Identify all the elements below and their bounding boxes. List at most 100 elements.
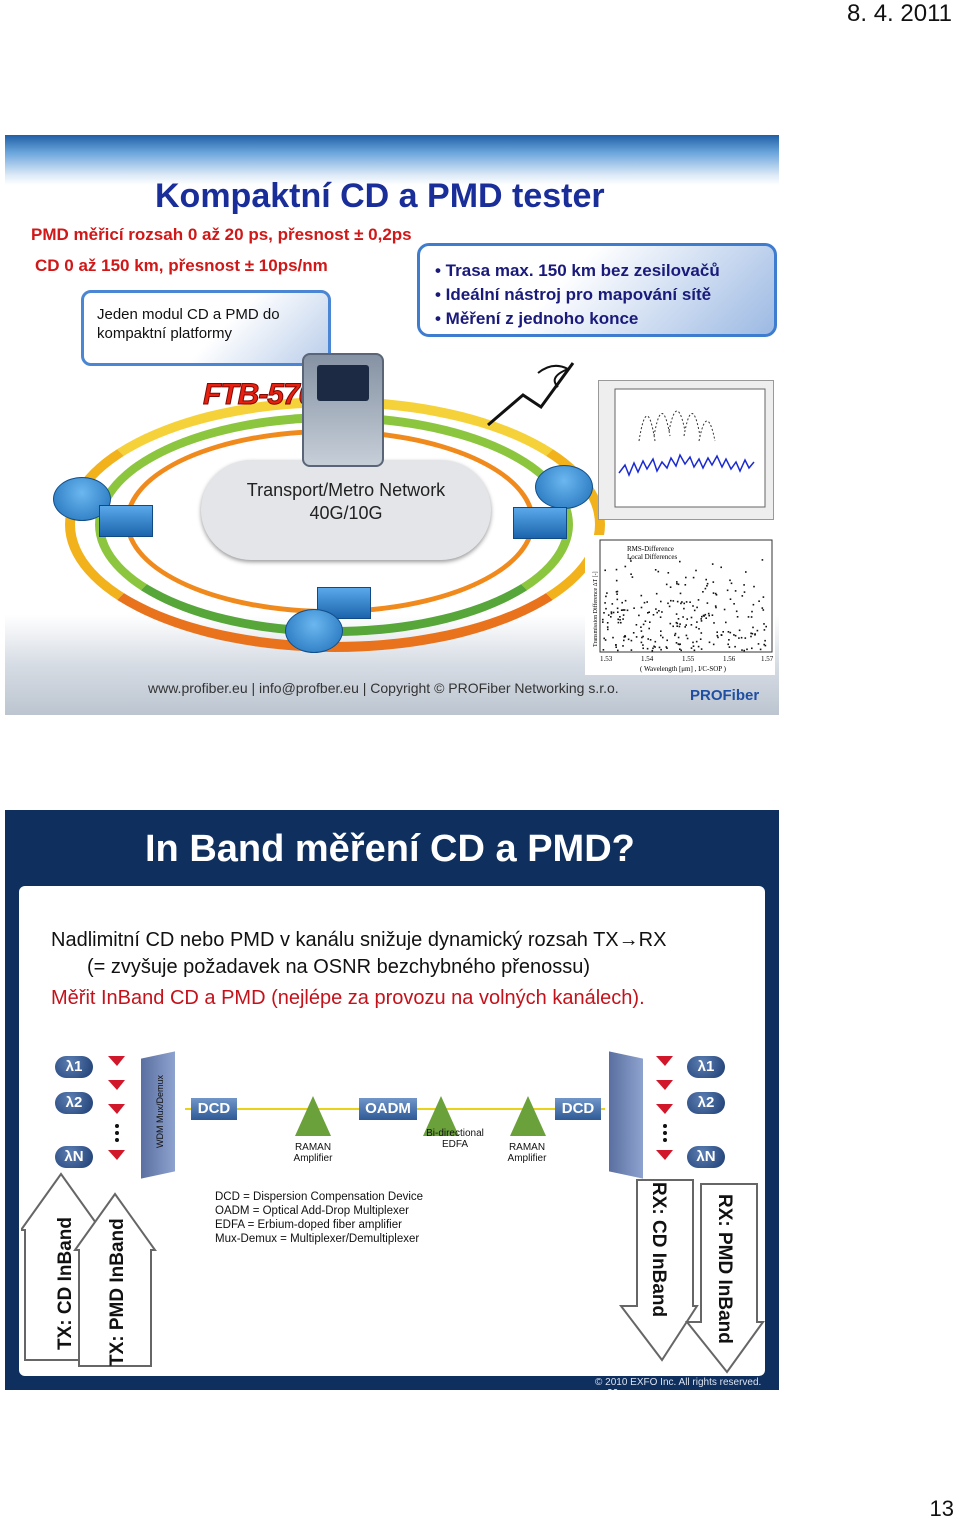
scatter-texture-dot [612, 611, 615, 614]
scatter-texture-dot [655, 608, 657, 610]
scatter-texture-dot [700, 632, 703, 634]
scatter-texture-dot [615, 644, 617, 646]
slide2-title: In Band měření CD a PMD? [145, 828, 635, 870]
scatter-texture-dot [738, 637, 740, 639]
scatter-texture-dot [616, 607, 619, 610]
scatter-texture-dot [668, 605, 671, 608]
scatter-texture-dot [619, 616, 621, 618]
scatter-texture-dot [725, 621, 727, 624]
scatter-texture-dot [702, 591, 704, 593]
scatter-texture-dot [753, 585, 755, 588]
scatter-texture-dot [666, 639, 668, 642]
scatter-texture-dot [653, 645, 655, 648]
scatter-texture-dot [697, 599, 700, 601]
scatter-texture-dot [689, 601, 691, 603]
scatter-texture-dot [656, 611, 658, 614]
scatter-texture-dot [696, 621, 698, 623]
scatter-texture-dot [646, 647, 649, 650]
scatter-texture-dot [604, 639, 607, 641]
scatter-texture-dot [746, 648, 748, 651]
scatter-texture-dot [680, 649, 682, 652]
scatter-texture-dot [622, 618, 624, 620]
scatter-texture-dot [734, 645, 736, 648]
scatter-texture-dot [738, 629, 741, 632]
scatter-texture-dot [696, 606, 698, 609]
chart2-tick: 1.55 [682, 655, 695, 663]
scatter-texture-dot [676, 625, 678, 627]
slide2-number: 26 [607, 1388, 618, 1390]
scatter-texture-dot [686, 637, 689, 640]
scatter-texture-dot [658, 646, 661, 649]
scatter-texture-dot [741, 595, 744, 597]
header-date: 8. 4. 2011 [847, 0, 952, 27]
scatter-texture-dot [684, 626, 686, 628]
scatter-texture-dot [638, 614, 640, 617]
slide-2: In Band měření CD a PMD? Nadlimitní CD n… [5, 810, 779, 1390]
scatter-texture-dot [729, 631, 732, 634]
scatter-texture-dot [630, 649, 633, 651]
module-callout-text: Jeden modul CD a PMD do kompaktní platfo… [97, 306, 280, 342]
scatter-texture-dot [642, 623, 645, 626]
scatter-texture-dot [676, 600, 679, 603]
scatter-texture-dot [657, 570, 660, 573]
scatter-texture-dot [692, 641, 694, 644]
ftb-device-image [302, 353, 384, 467]
legend-item: DCD = Dispersion Compensation Device [215, 1191, 424, 1203]
scatter-texture-dot [624, 599, 627, 602]
scatter-texture-dot [626, 609, 629, 612]
lambda-1-badge: λ1 [687, 1056, 725, 1078]
rx-arrows-icon [656, 1056, 673, 1160]
scatter-texture-dot [666, 647, 668, 649]
chart2-legend-local: Local Differences [627, 553, 677, 561]
scatter-texture-dot [642, 647, 644, 650]
scatter-texture-dot [649, 639, 652, 641]
scatter-texture-dot [610, 612, 613, 615]
scatter-texture-dot [757, 643, 760, 645]
scatter-texture-dot [714, 605, 717, 607]
scatter-texture-dot [727, 631, 730, 633]
raman-amplifier-right-icon [510, 1096, 546, 1136]
scatter-texture-dot [762, 609, 765, 611]
scatter-texture-dot [704, 587, 707, 590]
scatter-texture-dot [706, 582, 709, 585]
scatter-texture-dot [617, 649, 619, 652]
scatter-texture-dot [734, 590, 737, 592]
router-icon [285, 609, 343, 653]
scatter-texture-dot [607, 628, 609, 631]
scatter-texture-dot [635, 624, 638, 626]
scatter-texture-dot [632, 632, 635, 634]
scatter-texture-dot [711, 614, 714, 616]
slide2-footer: © 2010 EXFO Inc. All rights reserved. 26 [595, 1377, 779, 1390]
scatter-texture-dot [735, 610, 738, 613]
scatter-texture-dot [620, 609, 623, 611]
scatter-texture-dot [704, 613, 707, 616]
scatter-texture-dot [607, 614, 610, 616]
scatter-texture-dot [665, 646, 668, 648]
scatter-texture-dot [682, 616, 684, 618]
chart2-tick: 1.53 [600, 655, 613, 663]
scatter-texture-dot [620, 621, 622, 624]
scatter-texture-dot [630, 560, 632, 562]
scatter-texture-dot [744, 637, 747, 639]
scatter-texture-dot [631, 576, 634, 578]
scatter-texture-dot [674, 634, 676, 637]
scatter-texture-dot [729, 579, 731, 582]
slide2-line1: Nadlimitní CD nebo PMD v kanálu snižuje … [51, 929, 667, 951]
dcd-left: DCD [191, 1098, 237, 1120]
scatter-texture-dot [641, 636, 643, 639]
scatter-texture-dot [743, 649, 745, 652]
tx-up-arrows [21, 1172, 157, 1367]
scatter-texture-dot [660, 600, 662, 603]
scatter-texture-dot [603, 637, 605, 640]
scatter-texture-dot [624, 635, 626, 637]
scatter-texture-dot [751, 647, 753, 650]
mux-icon [513, 507, 567, 539]
scatter-texture-dot [602, 618, 604, 621]
legend-item: OADM = Optical Add-Drop Multiplexer [215, 1205, 409, 1217]
scatter-texture-dot [623, 639, 625, 642]
scatter-texture-dot [727, 643, 729, 646]
scatter-texture-dot [695, 626, 698, 629]
scatter-texture-dot [715, 594, 718, 596]
scatter-texture-dot [605, 607, 607, 610]
scatter-texture-dot [679, 592, 682, 595]
